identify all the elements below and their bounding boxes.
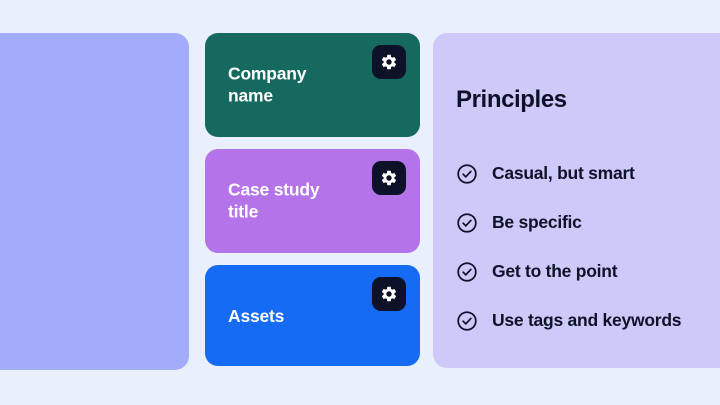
gear-icon-button[interactable] (372, 277, 406, 311)
check-circle-icon (456, 310, 478, 332)
gear-icon-button[interactable] (372, 45, 406, 79)
list-item-label: Casual, but smart (492, 162, 635, 183)
card-column: Company name Case study title As (205, 33, 420, 370)
gear-icon (380, 169, 398, 187)
card-company-name[interactable]: Company name (205, 33, 420, 137)
check-circle-icon (456, 261, 478, 283)
card-assets[interactable]: Assets (205, 265, 420, 366)
list-item[interactable]: Use tags and keywords (456, 296, 720, 345)
list-item-label: Get to the point (492, 260, 618, 281)
gear-icon-button[interactable] (372, 161, 406, 195)
card-label: Company name (228, 63, 307, 106)
list-item[interactable]: Get to the point (456, 247, 720, 296)
card-case-study-title[interactable]: Case study title (205, 149, 420, 253)
left-placeholder-panel (0, 33, 189, 370)
gear-icon (380, 53, 398, 71)
list-item[interactable]: Be specific (456, 198, 720, 247)
list-item[interactable]: Casual, but smart (456, 149, 720, 198)
check-circle-icon (456, 163, 478, 185)
gear-icon (380, 285, 398, 303)
list-item-label: Be specific (492, 211, 582, 232)
principles-title: Principles (456, 86, 567, 113)
principles-list: Casual, but smart Be specific (456, 149, 720, 345)
check-circle-icon (456, 212, 478, 234)
card-label: Case study title (228, 179, 320, 222)
list-item-label: Use tags and keywords (492, 309, 682, 330)
principles-panel: Principles Casual, but smart (433, 33, 720, 368)
card-label: Assets (228, 305, 285, 326)
